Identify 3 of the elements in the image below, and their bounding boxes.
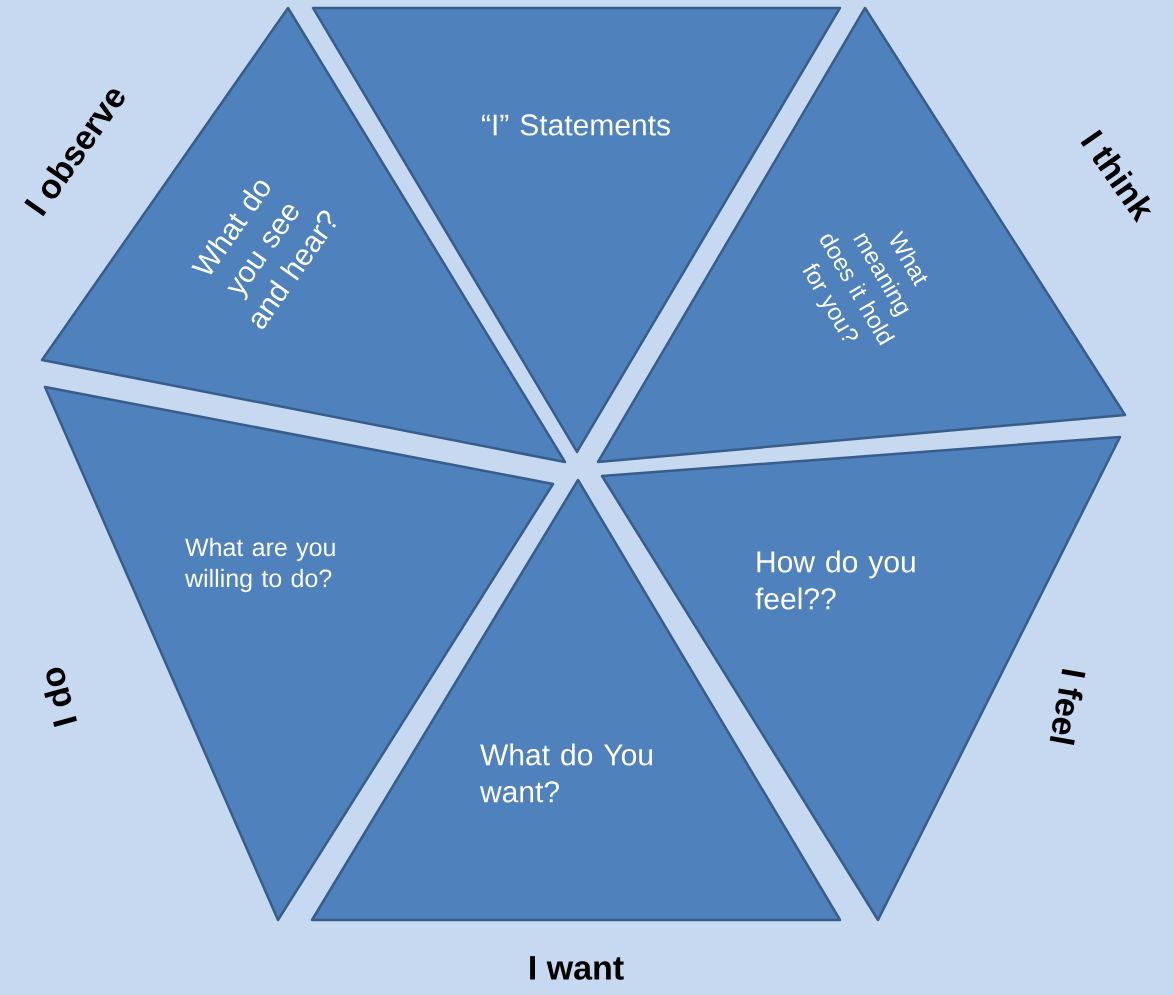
side-label: I feel bbox=[1049, 668, 1086, 745]
side-label: I want bbox=[530, 956, 624, 980]
side-label: I do bbox=[44, 667, 77, 727]
